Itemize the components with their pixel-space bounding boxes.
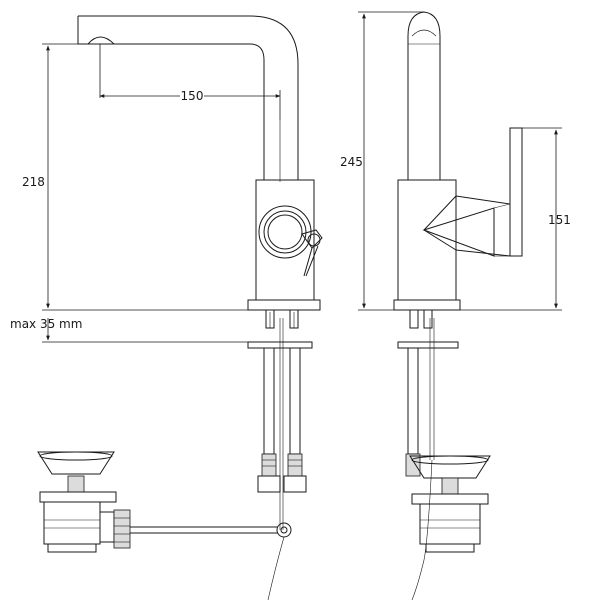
side-base-plate xyxy=(393,299,461,311)
dimension-lines xyxy=(42,11,562,343)
total-height-label: 245 xyxy=(340,155,363,169)
front-spout xyxy=(77,15,299,182)
side-popup-rod xyxy=(411,459,433,600)
side-supply-hoses xyxy=(405,318,435,477)
front-base-plate xyxy=(247,299,321,311)
max-deck-thickness-label: max 35 mm xyxy=(10,317,82,331)
handle-height-label: 151 xyxy=(548,213,571,227)
front-view xyxy=(37,15,323,600)
spout-height-label: 218 xyxy=(22,175,45,189)
front-lever xyxy=(301,229,323,277)
side-spout xyxy=(407,11,441,180)
side-handle xyxy=(422,127,523,257)
front-body xyxy=(255,179,315,301)
front-waste-drain xyxy=(37,451,278,553)
side-deck-washer xyxy=(397,341,459,349)
side-body xyxy=(397,179,457,301)
side-mounting-studs xyxy=(409,309,433,329)
front-popup-rod xyxy=(267,318,292,600)
side-view xyxy=(393,11,523,600)
reach-dimension-label: 150 xyxy=(181,89,204,103)
side-waste-drain xyxy=(409,455,491,553)
front-supply-hoses xyxy=(257,347,307,493)
front-mounting-studs xyxy=(265,309,299,329)
